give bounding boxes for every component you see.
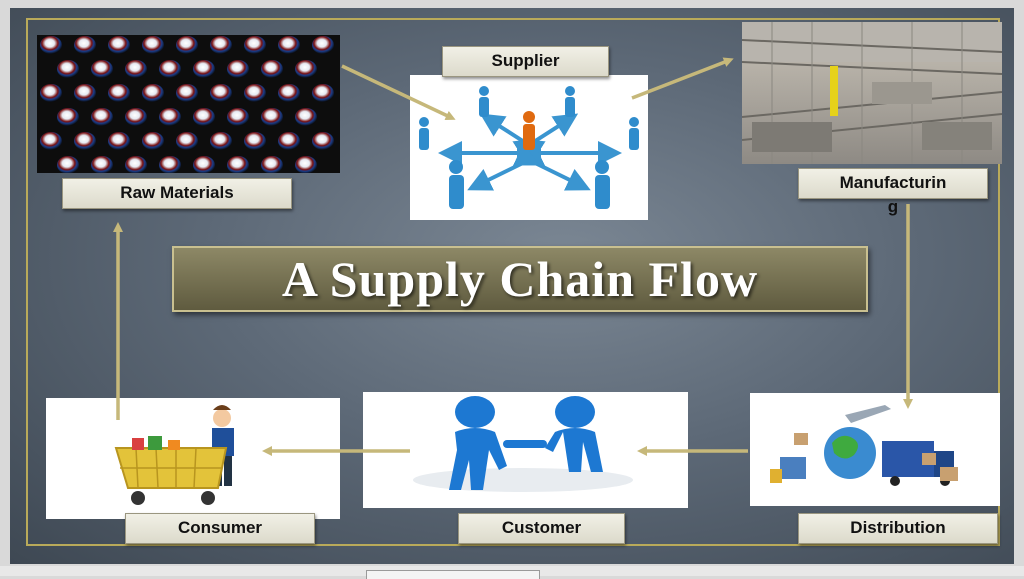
- raw-materials-image: [37, 35, 340, 173]
- bottle-cap: [108, 36, 130, 54]
- bottle-cap: [261, 108, 283, 126]
- bottle-cap: [210, 132, 232, 150]
- bottle-cap: [74, 84, 96, 102]
- bottle-cap: [159, 156, 181, 173]
- bottom-toolbar: [0, 566, 1024, 579]
- bottle-cap: [278, 132, 300, 150]
- slide-title: A Supply Chain Flow: [281, 251, 759, 307]
- supplier-network-image: [410, 75, 648, 220]
- bottle-cap: [278, 36, 300, 54]
- bottle-cap: [57, 108, 79, 126]
- bottle-cap: [227, 108, 249, 126]
- bottle-cap: [176, 132, 198, 150]
- arrow-raw-to-supplier: [341, 64, 456, 120]
- bottle-cap: [125, 60, 147, 78]
- bottle-cap: [295, 60, 317, 78]
- bottle-cap: [125, 156, 147, 173]
- bottle-cap: [227, 60, 249, 78]
- bottle-cap: [57, 156, 79, 173]
- bottle-caps-graphic: [40, 36, 334, 173]
- manufacturing-label: Manufacturin g: [798, 168, 988, 216]
- bottle-cap: [108, 84, 130, 102]
- manufacturing-image: [742, 22, 1002, 164]
- arrow-supplier-to-manufacturing: [631, 57, 734, 100]
- raw-materials-label: Raw Materials: [62, 178, 292, 209]
- bottle-cap: [108, 132, 130, 150]
- distribution-label: Distribution: [798, 513, 998, 544]
- consumer-image: [46, 398, 340, 519]
- page-tab[interactable]: [366, 570, 540, 579]
- bottle-cap: [244, 36, 266, 54]
- bottle-cap: [57, 60, 79, 78]
- bottle-cap: [244, 84, 266, 102]
- factory-interior-graphic: [742, 22, 1002, 164]
- bottle-cap: [159, 108, 181, 126]
- bottle-cap: [142, 132, 164, 150]
- bottle-cap: [312, 84, 334, 102]
- bottle-cap: [40, 84, 62, 102]
- shopping-cart-graphic: [114, 405, 234, 505]
- bottle-cap: [312, 132, 334, 150]
- bottle-cap: [91, 156, 113, 173]
- bottle-cap: [278, 84, 300, 102]
- people-network-graphic: [419, 86, 639, 209]
- logistics-graphic: [770, 405, 958, 486]
- bottle-cap: [176, 36, 198, 54]
- bottle-cap: [125, 108, 147, 126]
- bottle-cap: [74, 36, 96, 54]
- consumer-label: Consumer: [125, 513, 315, 544]
- bottle-cap: [261, 60, 283, 78]
- bottle-cap: [91, 108, 113, 126]
- bottle-cap: [159, 60, 181, 78]
- bottle-cap: [40, 132, 62, 150]
- title-banner: A Supply Chain Flow: [172, 246, 868, 312]
- bottle-cap: [91, 60, 113, 78]
- customer-label: Customer: [458, 513, 625, 544]
- bottle-cap: [193, 156, 215, 173]
- bottle-cap: [40, 36, 62, 54]
- bottle-cap: [295, 108, 317, 126]
- supplier-label: Supplier: [442, 46, 609, 77]
- handshake-graphic: [413, 396, 633, 492]
- bottle-cap: [193, 60, 215, 78]
- bottle-cap: [74, 132, 96, 150]
- bottle-cap: [142, 36, 164, 54]
- bottle-cap: [244, 132, 266, 150]
- bottle-cap: [210, 36, 232, 54]
- bottle-cap: [210, 84, 232, 102]
- bottle-cap: [227, 156, 249, 173]
- bottle-cap: [295, 156, 317, 173]
- bottle-cap: [261, 156, 283, 173]
- distribution-image: [750, 393, 1000, 506]
- bottle-cap: [193, 108, 215, 126]
- bottle-cap: [142, 84, 164, 102]
- bottle-cap: [312, 36, 334, 54]
- bottle-cap: [176, 84, 198, 102]
- customer-image: [363, 392, 688, 508]
